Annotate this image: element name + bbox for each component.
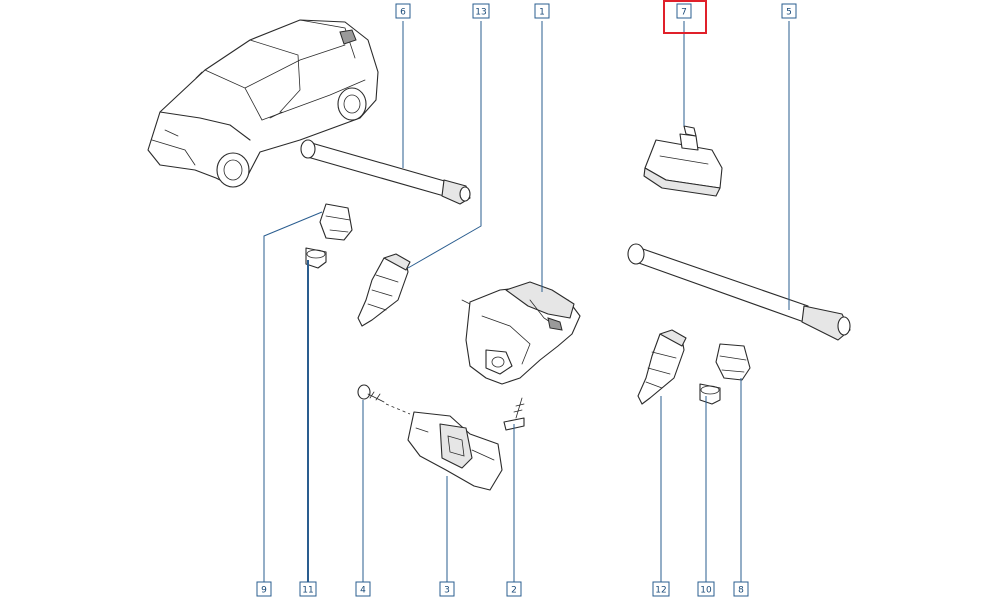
svg-text:5: 5	[786, 8, 792, 18]
svg-text:4: 4	[360, 586, 366, 596]
leader-lines	[263, 21, 790, 582]
callout-2[interactable]: 2	[506, 581, 522, 597]
callout-7-highlight	[663, 0, 707, 34]
callout-12[interactable]: 12	[652, 581, 670, 597]
part-6-gas-strut	[300, 139, 471, 205]
part-3-striker	[407, 411, 503, 491]
part-10-buffer-base	[699, 383, 721, 405]
part-7-licence-plate-lamp	[643, 125, 723, 197]
callout-10[interactable]: 10	[697, 581, 715, 597]
svg-text:9: 9	[261, 586, 267, 596]
callout-8[interactable]: 8	[733, 581, 749, 597]
svg-text:1: 1	[539, 8, 545, 18]
callout-9[interactable]: 9	[256, 581, 272, 597]
svg-text:8: 8	[738, 586, 744, 596]
callout-7[interactable]: 7	[663, 0, 707, 34]
callout-3[interactable]: 3	[439, 581, 455, 597]
part-8-rubber-buffer	[715, 343, 751, 381]
svg-text:3: 3	[444, 586, 450, 596]
svg-text:7: 7	[681, 8, 687, 18]
svg-text:10: 10	[700, 586, 712, 596]
svg-text:13: 13	[475, 8, 486, 18]
svg-text:12: 12	[655, 586, 666, 596]
part-13-push-clip	[357, 253, 411, 327]
part-5-gas-strut	[627, 243, 851, 341]
callout-5[interactable]: 5	[781, 3, 797, 19]
callout-13[interactable]: 13	[472, 3, 490, 19]
callout-4[interactable]: 4	[355, 581, 371, 597]
callout-1[interactable]: 1	[534, 3, 550, 19]
svg-text:11: 11	[302, 586, 313, 596]
part-1-tailgate-lock	[461, 281, 581, 385]
svg-text:2: 2	[511, 586, 517, 596]
callout-6[interactable]: 6	[395, 3, 411, 19]
car-illustration	[147, 19, 379, 188]
part-12-push-clip	[637, 329, 687, 405]
part-11-buffer-base	[305, 247, 327, 269]
part-9-rubber-buffer	[319, 203, 353, 241]
callout-11[interactable]: 11	[299, 581, 317, 597]
part-4-screw	[357, 384, 411, 415]
svg-text:6: 6	[400, 8, 406, 18]
